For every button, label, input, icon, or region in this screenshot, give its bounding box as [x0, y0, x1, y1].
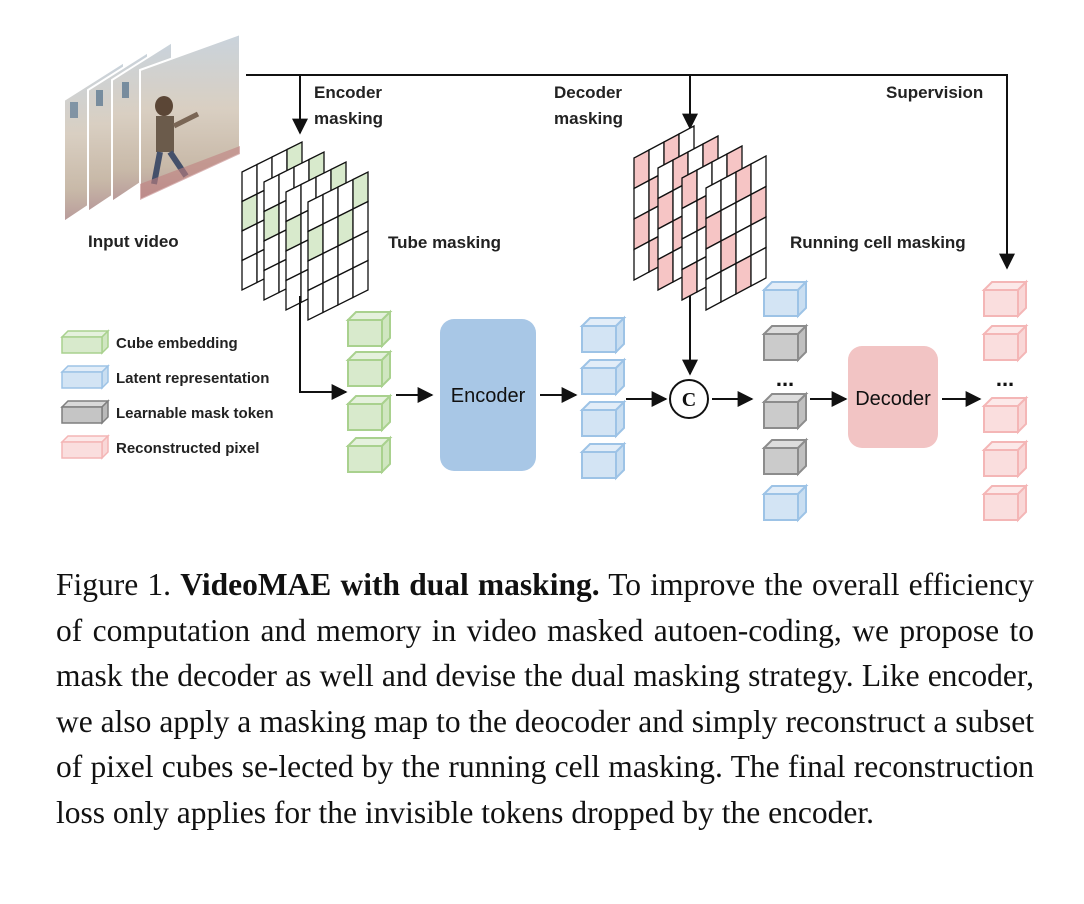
caption-title: VideoMAE with dual masking.	[180, 567, 600, 602]
cube-columns	[345, 279, 1029, 523]
mid-cube-3	[761, 391, 809, 431]
legend-label: Cube embedding	[116, 335, 238, 352]
latent-cube-2	[579, 357, 627, 397]
tube-masking-label: Tube masking	[388, 233, 501, 252]
latent-cube-1	[579, 315, 627, 355]
embedding-cube-1	[345, 309, 393, 349]
decoder-masking-label-1: Decoder	[554, 83, 622, 102]
output-column-ellipsis: ...	[996, 366, 1014, 391]
output-cube-4	[981, 439, 1029, 479]
embedding-cube-3	[345, 393, 393, 433]
decoder-masking-label-2: masking	[554, 109, 623, 128]
concat-node	[669, 379, 709, 419]
embedding-cube-2	[345, 349, 393, 389]
input-video-frames	[63, 32, 241, 224]
grid-cell	[750, 246, 767, 288]
latent-cube-3	[579, 399, 627, 439]
caption-prefix: Figure 1.	[56, 567, 181, 602]
encoder-block-label: Encoder	[451, 385, 526, 407]
encoder-block	[440, 319, 536, 471]
tube-masking-grids	[241, 140, 369, 322]
running-grid-4	[705, 154, 767, 312]
legend-label: Latent representation	[116, 370, 269, 387]
tube-grid-4	[307, 170, 369, 322]
embedding-cube-4	[345, 435, 393, 475]
mid-cube-5	[761, 483, 809, 523]
legend-label: Reconstructed pixel	[116, 440, 259, 457]
mid-column-ellipsis: ...	[776, 366, 794, 391]
tube-to-embedding-arrow	[299, 296, 348, 400]
latent-cube-4	[579, 441, 627, 481]
legend-item: Reconstructed pixel	[60, 434, 259, 460]
dual-masking-diagram: Input video Encoder masking Decoder mask…	[60, 32, 1029, 523]
decoder-block	[848, 346, 938, 448]
output-cube-2	[981, 323, 1029, 363]
grid-cell	[352, 259, 369, 299]
output-cube-1	[981, 279, 1029, 319]
encoder-masking-label-1: Encoder	[314, 83, 382, 102]
mid-cube-2	[761, 323, 809, 363]
input-video-label: Input video	[88, 232, 179, 251]
top-flow-lines	[246, 74, 1015, 270]
decoder-block-label: Decoder	[855, 388, 931, 410]
output-cube-3	[981, 395, 1029, 435]
legend-item: Latent representation	[60, 364, 269, 390]
legend-item: Cube embedding	[60, 329, 238, 355]
encoder-masking-label-2: masking	[314, 109, 383, 128]
legend-item: Learnable mask token	[60, 399, 274, 425]
running-cell-masking-grids	[633, 124, 767, 312]
figure-caption: Figure 1. VideoMAE with dual masking. To…	[56, 562, 1034, 835]
legend-label: Learnable mask token	[116, 405, 274, 422]
mid-cube-1	[761, 279, 809, 319]
pipeline-arrows	[396, 296, 982, 407]
running-cell-masking-label: Running cell masking	[790, 233, 966, 252]
supervision-label: Supervision	[886, 83, 983, 102]
caption-body: To improve the overall efficiency of com…	[56, 567, 1034, 830]
output-cube-5	[981, 483, 1029, 523]
mid-cube-4	[761, 437, 809, 477]
concat-symbol: C	[682, 389, 696, 411]
